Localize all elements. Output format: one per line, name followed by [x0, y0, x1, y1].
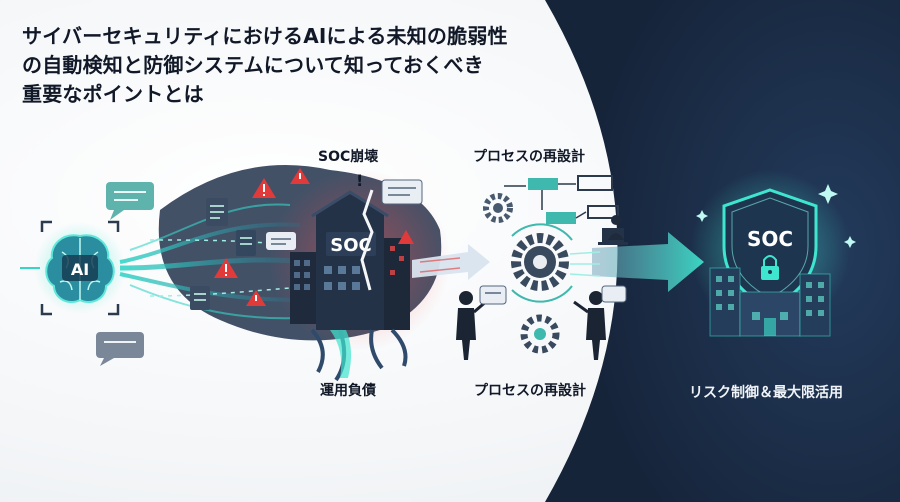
- person-icon: [456, 291, 489, 360]
- arrow-icon: [569, 232, 704, 292]
- document-icon: [236, 230, 256, 256]
- chat-bubble-icon: [381, 179, 423, 205]
- operational-debt-label: 運用負債: [320, 383, 376, 399]
- document-icon: [206, 198, 228, 226]
- title-line-1: サイバーセキュリティにおけるAIによる未知の脆弱性: [22, 24, 508, 48]
- document-icon: [190, 286, 210, 310]
- risk-control-label: リスク制御＆最大限活用: [689, 385, 843, 401]
- secure-building-icon: [709, 267, 831, 337]
- chat-bubble-icon: [96, 332, 144, 366]
- person-icon: [573, 291, 606, 360]
- warning-icon: [290, 168, 310, 184]
- process-redesign-top-label: プロセスの再設計: [473, 149, 585, 165]
- gear-icon: [511, 233, 569, 291]
- chat-bubble-icon: [266, 232, 296, 250]
- warning-icon: [246, 290, 266, 306]
- svg-text:!: !: [356, 171, 363, 190]
- warning-icon: [252, 178, 276, 198]
- warning-icon: [214, 258, 238, 278]
- gear-icon: [520, 314, 560, 354]
- soc-shield-text: SOC: [747, 227, 793, 251]
- lock-icon: [761, 255, 779, 280]
- chat-bubble-icon: [106, 182, 154, 220]
- soc-collapse-label: SOC崩壊: [318, 149, 379, 165]
- warning-icon: [398, 230, 414, 244]
- ai-badge-text: AI: [71, 260, 89, 279]
- person-icon: [608, 215, 624, 240]
- gear-icon: [483, 193, 513, 223]
- arrow-icon: [412, 244, 490, 280]
- process-redesign-bottom-label: プロセスの再設計: [474, 383, 586, 399]
- page-title: サイバーセキュリティにおけるAIによる未知の脆弱性 の自動検知と防御システムにつ…: [22, 22, 582, 109]
- soc-building-text: SOC: [330, 235, 371, 256]
- title-line-3: 重要なポイントとは: [22, 82, 204, 106]
- chat-bubble-icon: [479, 285, 507, 305]
- sparkle-icon: [696, 184, 856, 248]
- broken-building-icon: SOC !: [290, 171, 410, 382]
- ai-brain-icon: AI: [20, 220, 126, 316]
- chat-bubble-icon: [601, 285, 627, 303]
- flowchart-icon: [504, 175, 619, 224]
- title-line-2: の自動検知と防御システムについて知っておくべき: [22, 53, 484, 77]
